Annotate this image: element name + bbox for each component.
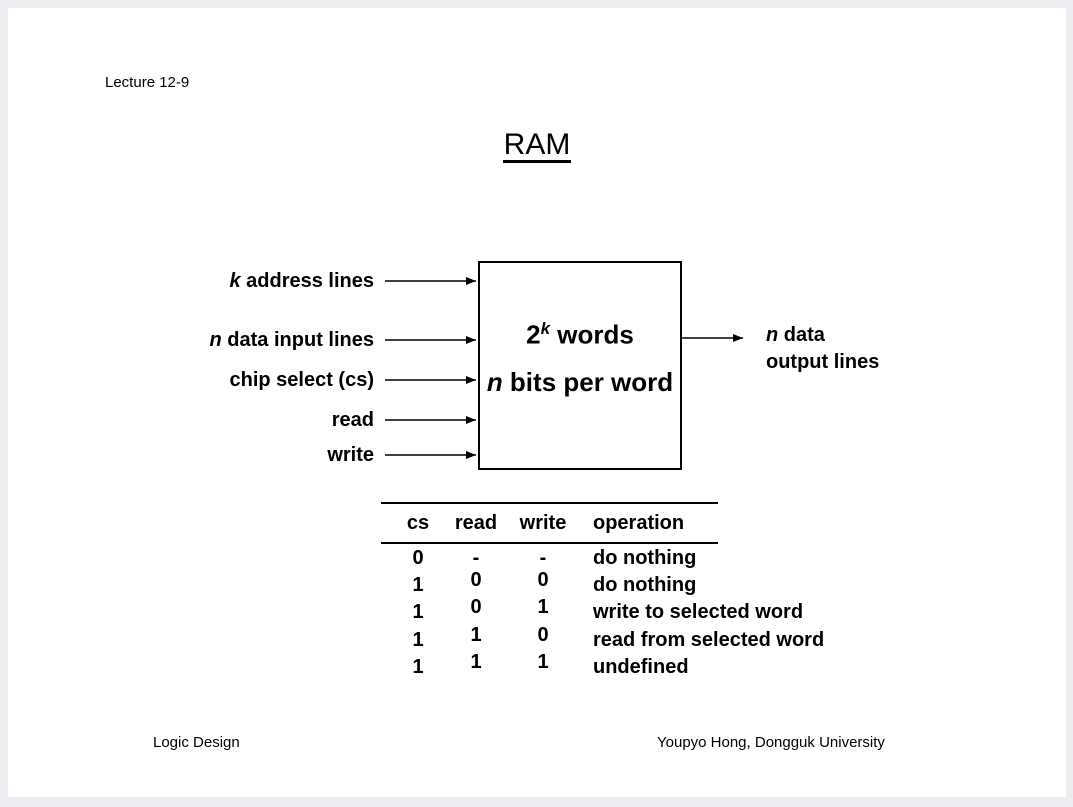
cell-operation: read from selected word — [593, 629, 825, 651]
table-row: 0 - - do nothing — [379, 545, 799, 572]
header-read: read — [454, 512, 498, 534]
cell-write: 1 — [537, 651, 549, 673]
table-row: 1 1 1 undefined — [379, 651, 799, 681]
lecture-number: Lecture 12-9 — [105, 74, 190, 91]
input-label-text: read — [331, 409, 374, 431]
cell-cs: 1 — [412, 656, 424, 678]
table-rule-header — [381, 542, 718, 544]
input-label-data-input-lines: n data input lines — [210, 327, 374, 354]
title-row: RAM — [8, 130, 1066, 163]
table-rule-top — [381, 502, 718, 504]
input-label-text: write — [327, 444, 374, 466]
input-label-read: read — [332, 407, 374, 434]
cell-write: 0 — [537, 569, 549, 591]
input-var: n — [209, 329, 222, 351]
header-write: write — [519, 512, 567, 534]
cell-cs: 1 — [412, 601, 424, 623]
ram-word-width-text: n bits per word — [478, 367, 682, 397]
capacity-base: 2 — [526, 319, 541, 350]
output-var: n — [766, 324, 779, 346]
width-var: n — [486, 367, 503, 397]
cell-write: 0 — [537, 624, 549, 646]
input-label-text: data input lines — [221, 329, 374, 351]
header-operation: operation — [593, 512, 685, 534]
output-label: n data output lines — [766, 322, 879, 376]
cell-read: 1 — [470, 651, 482, 673]
cell-cs: 1 — [412, 629, 424, 651]
input-label-address-lines: k address lines — [229, 268, 374, 295]
input-label-text: address lines — [240, 270, 374, 292]
output-label-line1: n data — [766, 322, 879, 349]
cell-operation: undefined — [593, 656, 689, 678]
cell-read: - — [472, 547, 480, 569]
cell-operation: do nothing — [593, 574, 697, 596]
table-header-row: cs read write operation — [379, 510, 799, 537]
cell-read: 0 — [470, 596, 482, 618]
cell-read: 1 — [470, 624, 482, 646]
table-row: 1 0 1 write to selected word — [379, 596, 803, 626]
cell-cs: 1 — [412, 574, 424, 596]
cell-write: - — [539, 547, 547, 569]
ram-capacity-text: 2k words — [478, 314, 682, 350]
output-label-text: data — [778, 324, 825, 346]
header-cs: cs — [406, 512, 430, 534]
cell-operation: do nothing — [593, 547, 697, 569]
input-label-chip-select: chip select (cs) — [229, 367, 374, 394]
slide-title: RAM — [502, 128, 572, 163]
footer-course-name: Logic Design — [153, 734, 240, 751]
table-row: 1 1 0 read from selected word — [379, 624, 824, 654]
cell-read: 0 — [470, 569, 482, 591]
cell-write: 1 — [537, 596, 549, 618]
ram-block-box — [478, 261, 682, 470]
capacity-rest: words — [550, 319, 634, 350]
cell-operation: write to selected word — [593, 601, 804, 623]
cell-cs: 0 — [412, 547, 424, 569]
table-row: 1 0 0 do nothing — [379, 569, 799, 599]
footer-author: Youpyo Hong, Dongguk University — [657, 734, 885, 751]
input-label-write: write — [327, 442, 374, 469]
slide-page: Lecture 12-9 RAM 2k words n bits per wor… — [8, 8, 1066, 797]
input-label-text: chip select (cs) — [229, 369, 374, 391]
output-label-line2: output lines — [766, 351, 880, 373]
input-var: k — [229, 270, 241, 292]
width-rest: bits per word — [502, 367, 674, 397]
capacity-exponent: k — [540, 319, 551, 338]
